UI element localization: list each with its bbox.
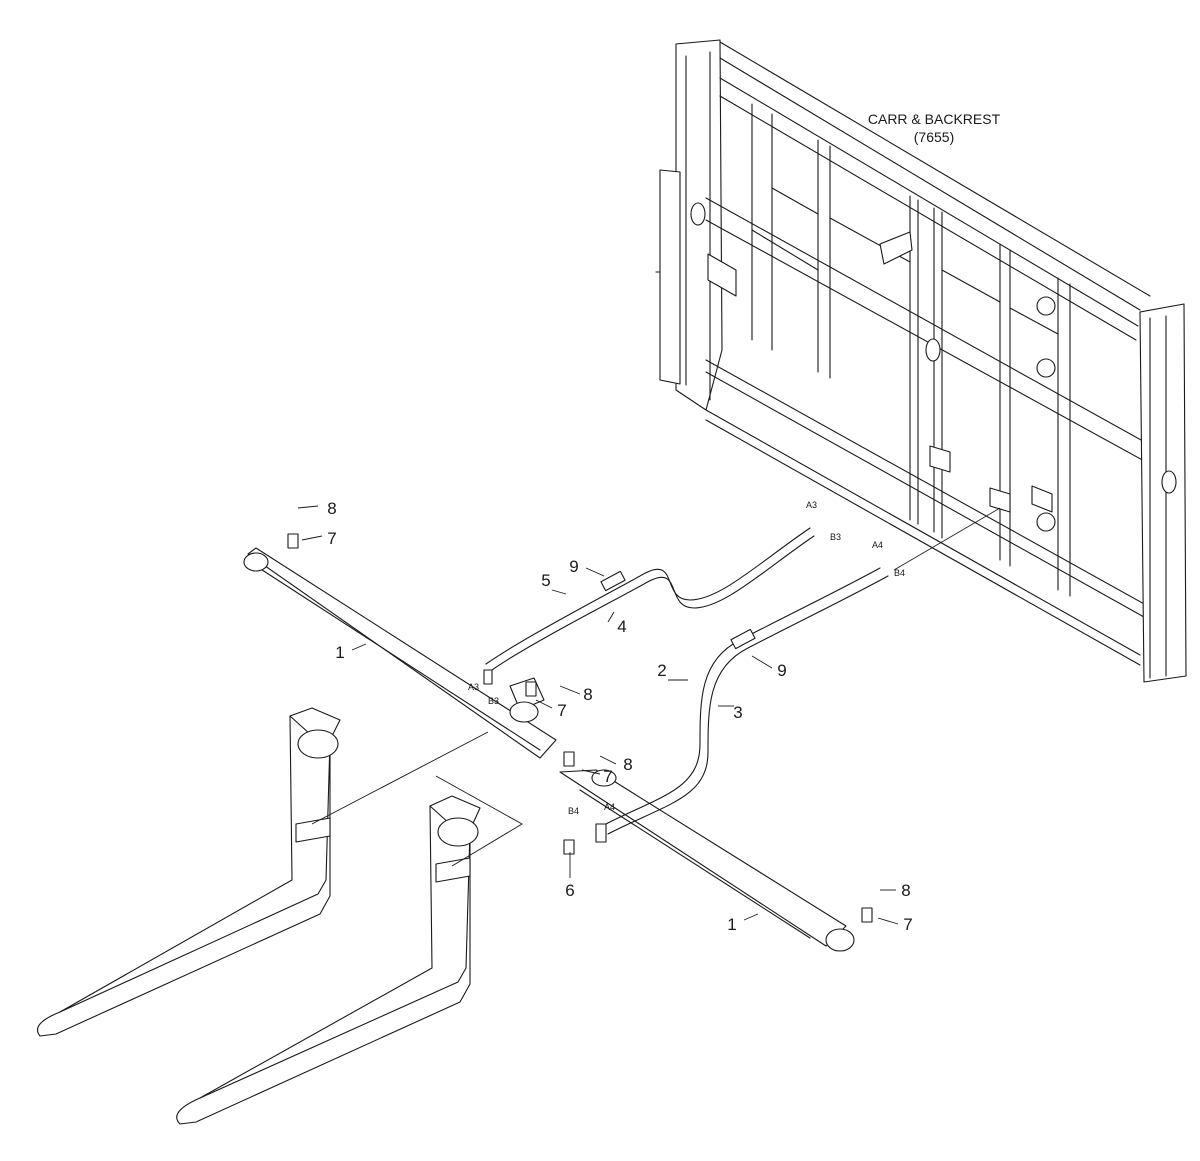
- port-a3-hose-end: A3: [806, 500, 817, 510]
- port-b4-cylinder: B4: [568, 806, 579, 816]
- cylinder-lower: [559, 769, 855, 952]
- callout-9-lower: 9: [777, 661, 786, 680]
- callout-8-mid-lower: 8: [623, 755, 632, 774]
- port-b3-hose-end: B3: [830, 532, 841, 542]
- hoses-upper: [485, 527, 815, 671]
- callout-2: 2: [657, 661, 666, 680]
- port-a4-cylinder: A4: [604, 802, 615, 812]
- port-b3-cylinder: B3: [488, 696, 499, 706]
- cylinder-upper: [243, 547, 557, 759]
- port-a4-hose-end: A4: [872, 540, 883, 550]
- callout-1-lower: 1: [727, 915, 736, 934]
- callout-4: 4: [617, 617, 626, 636]
- callout-7-right: 7: [903, 915, 912, 934]
- callout-6: 6: [565, 881, 574, 900]
- callout-1-upper: 1: [335, 643, 344, 662]
- callout-8-right: 8: [901, 881, 910, 900]
- port-b4-hose-end: B4: [894, 568, 905, 578]
- port-a3-cylinder: A3: [468, 682, 479, 692]
- fork-right: [176, 795, 481, 1125]
- callout-5: 5: [541, 571, 550, 590]
- callout-3: 3: [733, 703, 742, 722]
- fork-left: [36, 707, 341, 1037]
- callout-7-top: 7: [327, 529, 336, 548]
- callout-8-top: 8: [327, 499, 336, 518]
- callout-8-mid-upper: 8: [583, 685, 592, 704]
- assembly-title-line1: CARR & BACKREST: [868, 111, 1001, 127]
- carriage-backrest: [655, 39, 1187, 683]
- callout-9-upper: 9: [569, 557, 578, 576]
- assembly-title-line2: (7655): [914, 129, 954, 145]
- callout-7-mid-lower: 7: [603, 767, 612, 786]
- callout-7-mid-upper: 7: [557, 701, 566, 720]
- hoses-lower: [601, 567, 889, 835]
